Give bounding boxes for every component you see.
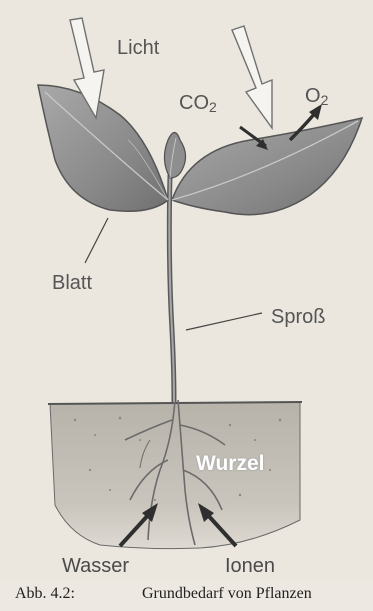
label-o2-sub: 2: [321, 92, 329, 108]
label-wasser: Wasser: [62, 556, 129, 576]
caption-text: Grundbedarf von Pflanzen: [142, 585, 312, 603]
label-co2-base: CO: [179, 92, 209, 114]
bud: [164, 133, 185, 179]
left-leaf: [38, 85, 168, 211]
light-arrow-right: [232, 26, 272, 128]
label-wurzel: Wurzel: [196, 453, 264, 474]
label-licht: Licht: [117, 38, 159, 58]
right-leaf: [172, 118, 362, 215]
stem: [169, 175, 174, 402]
label-o2: O2: [305, 86, 328, 107]
caption-number: Abb. 4.2:: [15, 585, 75, 603]
label-ionen: Ionen: [225, 556, 275, 576]
label-co2: CO2: [179, 93, 217, 114]
label-o2-base: O: [305, 85, 321, 107]
label-spross: Sproß: [271, 307, 325, 327]
soil: [48, 402, 302, 549]
label-blatt: Blatt: [52, 273, 92, 293]
label-co2-sub: 2: [209, 99, 217, 115]
